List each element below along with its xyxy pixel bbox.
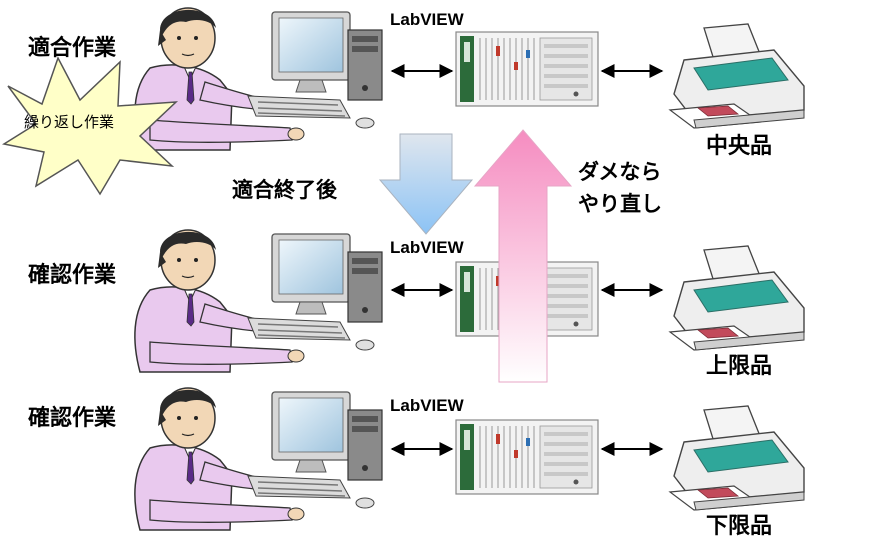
labview-label-3: LabVIEW [390, 396, 464, 415]
operation-label-2: 確認作業 [28, 263, 117, 288]
down-arrow [378, 133, 474, 235]
burst-label: 繰り返し作業 [24, 113, 115, 131]
repetition-burst [2, 56, 179, 196]
operation-label-3: 確認作業 [28, 406, 117, 431]
up-arrow [473, 129, 573, 383]
product-label-2: 上限品 [706, 354, 773, 379]
product-label-1: 中央品 [706, 134, 773, 159]
operation-label-1: 適合作業 [28, 36, 117, 61]
labview-label-1: LabVIEW [390, 10, 464, 29]
product-label-3: 下限品 [706, 514, 773, 539]
labview-label-2: LabVIEW [390, 238, 464, 257]
retry-label-line1: ダメなら [578, 160, 662, 184]
retry-label-line2: やり直し [578, 192, 662, 216]
down-arrow-label: 適合終了後 [232, 178, 337, 202]
